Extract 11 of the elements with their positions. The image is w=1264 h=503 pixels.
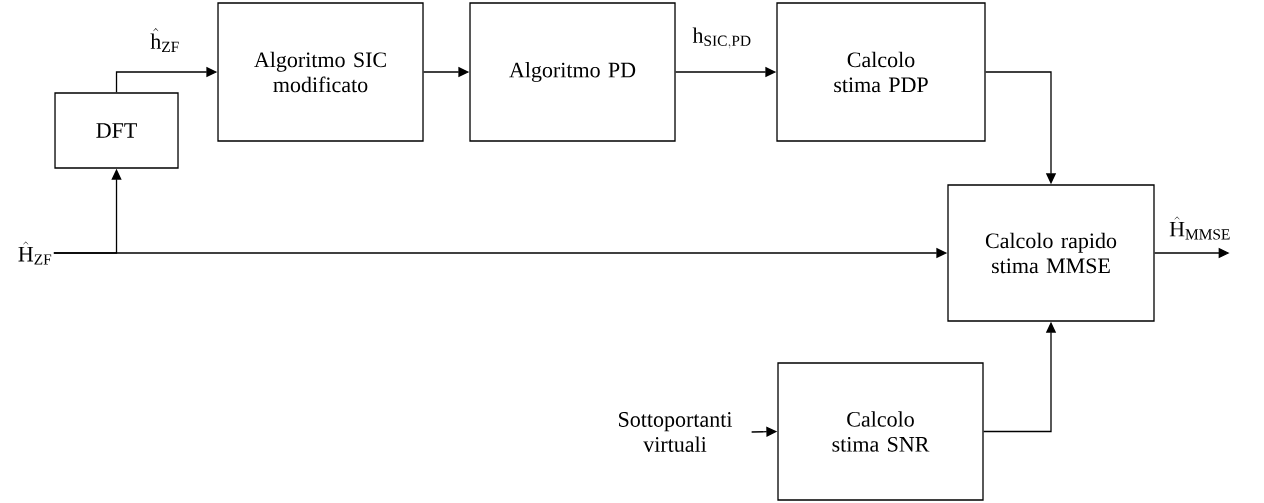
edge-label: $\hat{\mathrm{h}}_{\mathrm{ZF}}$ xyxy=(149,27,181,53)
process-box: Calcolo stima PDP xyxy=(776,2,986,142)
process-box: Algoritmo PD xyxy=(469,2,676,142)
edge-label: $\mathrm{h}_{\mathrm{SIC,PD}}$ xyxy=(691,26,753,50)
input-label: Sottoportanti virtuali xyxy=(619,412,733,452)
process-box: Calcolo rapido stima MMSE xyxy=(947,184,1155,322)
edge-label: $\hat{\mathrm{H}}_{\mathrm{MMSE}}$ xyxy=(1168,215,1232,241)
process-box: Calcolo stima SNR xyxy=(777,362,984,501)
process-box: DFT xyxy=(54,92,179,169)
input-label: $\hat{\mathrm{H}}_{\mathrm{ZF}}$ xyxy=(18,241,52,265)
process-box: Algoritmo SIC modificato xyxy=(217,2,424,142)
